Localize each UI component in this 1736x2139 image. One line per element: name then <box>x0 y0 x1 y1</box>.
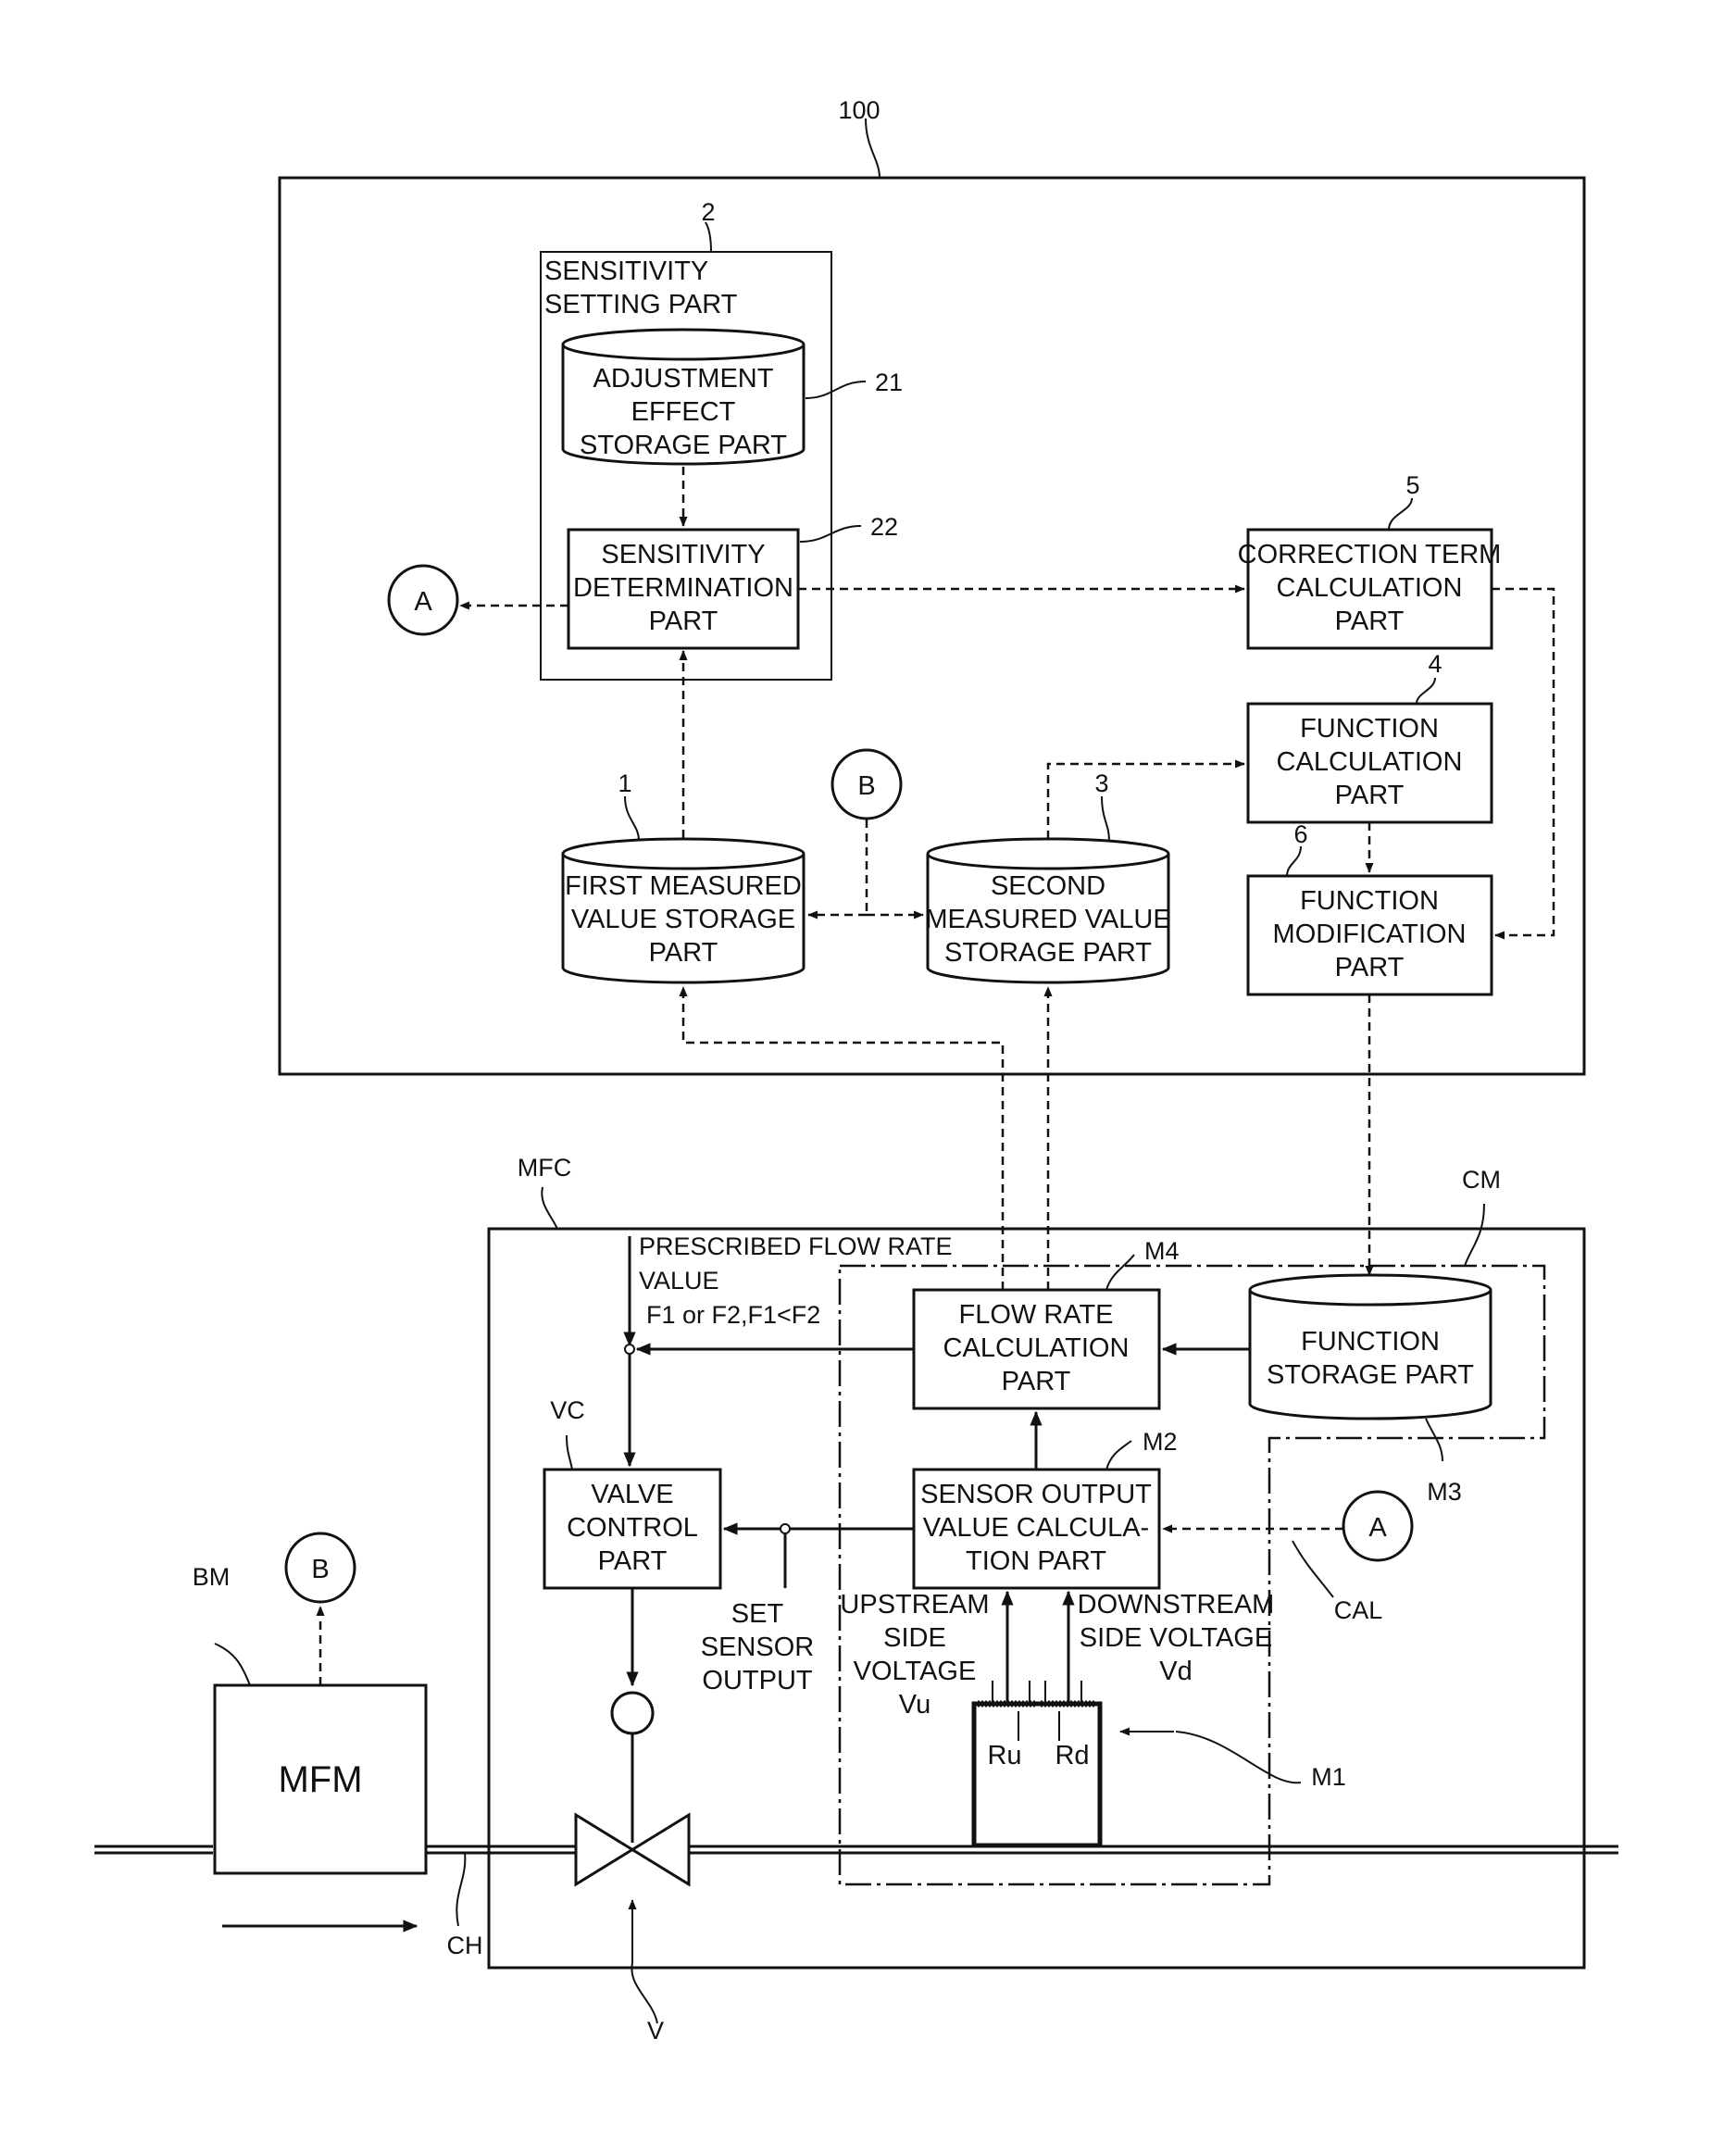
sensitivity-determination-label-2: DETERMINATION <box>573 573 793 603</box>
first-measured-label-3: PART <box>649 938 718 968</box>
cm-ref: CM <box>1462 1166 1501 1194</box>
function-storage-ref: M3 <box>1427 1478 1462 1506</box>
flow-rate-calc-label-2: CALCULATION <box>943 1333 1130 1363</box>
set-sensor-output-label: SET SENSOR OUTPUT <box>701 1599 814 1695</box>
downstream-label-2: SIDE VOLTAGE <box>1080 1623 1272 1653</box>
function-storage-part: FUNCTION STORAGE PART M3 <box>1250 1275 1491 1506</box>
mfc-ref: MFC <box>518 1154 571 1182</box>
sensor-output-label-2: VALUE CALCULA- <box>923 1513 1149 1543</box>
second-measured-label-3: STORAGE PART <box>944 938 1152 968</box>
sensitivity-determination-part: SENSITIVITY DETERMINATION PART 22 <box>568 513 898 648</box>
correction-term-label-1: CORRECTION TERM <box>1238 540 1502 569</box>
first-measured-label-1: FIRST MEASURED <box>565 871 802 901</box>
valve-control-label-3: PART <box>598 1546 668 1576</box>
correction-term-calculation-part: CORRECTION TERM CALCULATION PART 5 <box>1238 471 1502 648</box>
upstream-label-4: Vu <box>899 1690 930 1720</box>
function-modification-part: FUNCTION MODIFICATION PART 6 <box>1248 820 1492 994</box>
connector-a-bottom-label: A <box>1368 1513 1387 1543</box>
upstream-voltage-label: UPSTREAM SIDE VOLTAGE Vu <box>840 1590 989 1720</box>
connector-b-bottom-label: B <box>311 1555 329 1584</box>
upstream-label-3: VOLTAGE <box>854 1657 977 1686</box>
sensor-output-label-1: SENSOR OUTPUT <box>920 1480 1152 1509</box>
flow-rate-calculation-part: FLOW RATE CALCULATION PART M4 <box>914 1237 1180 1408</box>
sensor-ref: M1 <box>1311 1763 1346 1791</box>
function-calculation-ref: 4 <box>1428 650 1442 678</box>
correction-term-label-3: PART <box>1335 607 1405 636</box>
connector-b-top-label: B <box>857 771 875 801</box>
sensitivity-setting-ref: 2 <box>701 198 715 226</box>
set-sensor-output-3: OUTPUT <box>702 1666 813 1695</box>
function-modification-label-3: PART <box>1335 953 1405 982</box>
flow-rate-calc-label-3: PART <box>1002 1367 1071 1396</box>
first-measured-ref: 1 <box>618 769 631 797</box>
second-measured-value-storage-part: SECOND MEASURED VALUE STORAGE PART 3 <box>925 769 1170 982</box>
connector-a-top: A <box>389 566 457 634</box>
prescribed-flow-label-3: F1 or F2,F1<F2 <box>646 1301 820 1329</box>
rd-label: Rd <box>1055 1741 1089 1770</box>
thermal-sensor: Ru Rd M1 <box>974 1681 1346 1845</box>
sensor-output-label-3: TION PART <box>966 1546 1106 1576</box>
upstream-label-1: UPSTREAM <box>840 1590 989 1620</box>
prescribed-flow-label-2: VALUE <box>639 1267 719 1295</box>
valve-ref: V <box>647 2017 664 2045</box>
adjustment-effect-label-2: EFFECT <box>631 397 736 427</box>
valve-control-label-2: CONTROL <box>567 1513 698 1543</box>
second-measured-ref: 3 <box>1094 769 1108 797</box>
sensor-output-ref: M2 <box>1143 1428 1178 1456</box>
connector-a-top-label: A <box>414 587 432 617</box>
function-modification-label-2: MODIFICATION <box>1273 919 1467 949</box>
valve-control-label-1: VALVE <box>591 1480 673 1509</box>
function-calculation-label-2: CALCULATION <box>1277 747 1463 777</box>
system-ref: 100 <box>838 96 880 124</box>
bm-ref: BM <box>193 1563 231 1591</box>
sensitivity-setting-label-2: SETTING PART <box>544 290 738 319</box>
mfm-label: MFM <box>278 1759 362 1800</box>
set-sensor-output-2: SENSOR <box>701 1632 814 1662</box>
cal-ref: CAL <box>1334 1596 1383 1624</box>
function-modification-ref: 6 <box>1293 820 1307 848</box>
second-measured-label-1: SECOND <box>991 871 1105 901</box>
downstream-label-1: DOWNSTREAM <box>1078 1590 1275 1620</box>
function-calculation-label-3: PART <box>1335 781 1405 810</box>
mfm-reference-meter: MFM BM B <box>193 1533 426 1873</box>
downstream-voltage-label: DOWNSTREAM SIDE VOLTAGE Vd <box>1078 1590 1275 1686</box>
adjustment-effect-ref: 21 <box>875 369 903 396</box>
sensitivity-determination-label-1: SENSITIVITY <box>601 540 765 569</box>
set-sensor-output-1: SET <box>731 1599 784 1629</box>
sensitivity-determination-label-3: PART <box>649 607 718 636</box>
channel-ref: CH <box>447 1932 483 1959</box>
adjustment-effect-label-1: ADJUSTMENT <box>593 364 774 394</box>
function-storage-label-1: FUNCTION <box>1301 1327 1440 1357</box>
sensitivity-setting-label-1: SENSITIVITY <box>544 256 708 286</box>
adjustment-effect-storage-part: ADJUSTMENT EFFECT STORAGE PART 21 <box>563 330 903 464</box>
prescribed-flow-label-1: PRESCRIBED FLOW RATE <box>639 1232 953 1260</box>
function-calculation-label-1: FUNCTION <box>1300 714 1439 744</box>
valve-control-ref: VC <box>550 1396 585 1424</box>
second-measured-label-2: MEASURED VALUE <box>925 905 1170 934</box>
adjustment-effect-label-3: STORAGE PART <box>580 431 787 460</box>
function-calculation-part: FUNCTION CALCULATION PART 4 <box>1248 650 1492 822</box>
sensitivity-determination-ref: 22 <box>870 513 898 541</box>
downstream-label-3: Vd <box>1159 1657 1192 1686</box>
valve-control-part: VALVE CONTROL PART VC <box>544 1396 720 1588</box>
ru-label: Ru <box>987 1741 1021 1770</box>
connector-b-top: B <box>832 750 901 819</box>
function-modification-label-1: FUNCTION <box>1300 886 1439 916</box>
prescribed-flow-rate-value: PRESCRIBED FLOW RATE VALUE F1 or F2,F1<F… <box>639 1232 953 1329</box>
flow-rate-calc-label-1: FLOW RATE <box>958 1300 1113 1330</box>
correction-term-label-2: CALCULATION <box>1277 573 1463 603</box>
valve: V <box>576 1693 689 2045</box>
correction-term-ref: 5 <box>1405 471 1419 499</box>
first-measured-label-2: VALUE STORAGE <box>571 905 795 934</box>
upstream-label-2: SIDE <box>883 1623 946 1653</box>
function-storage-label-2: STORAGE PART <box>1267 1360 1474 1390</box>
sensor-output-calculation-part: SENSOR OUTPUT VALUE CALCULA- TION PART M… <box>914 1428 1178 1588</box>
flow-rate-calc-ref: M4 <box>1144 1237 1180 1265</box>
first-measured-value-storage-part: FIRST MEASURED VALUE STORAGE PART 1 <box>563 769 804 982</box>
